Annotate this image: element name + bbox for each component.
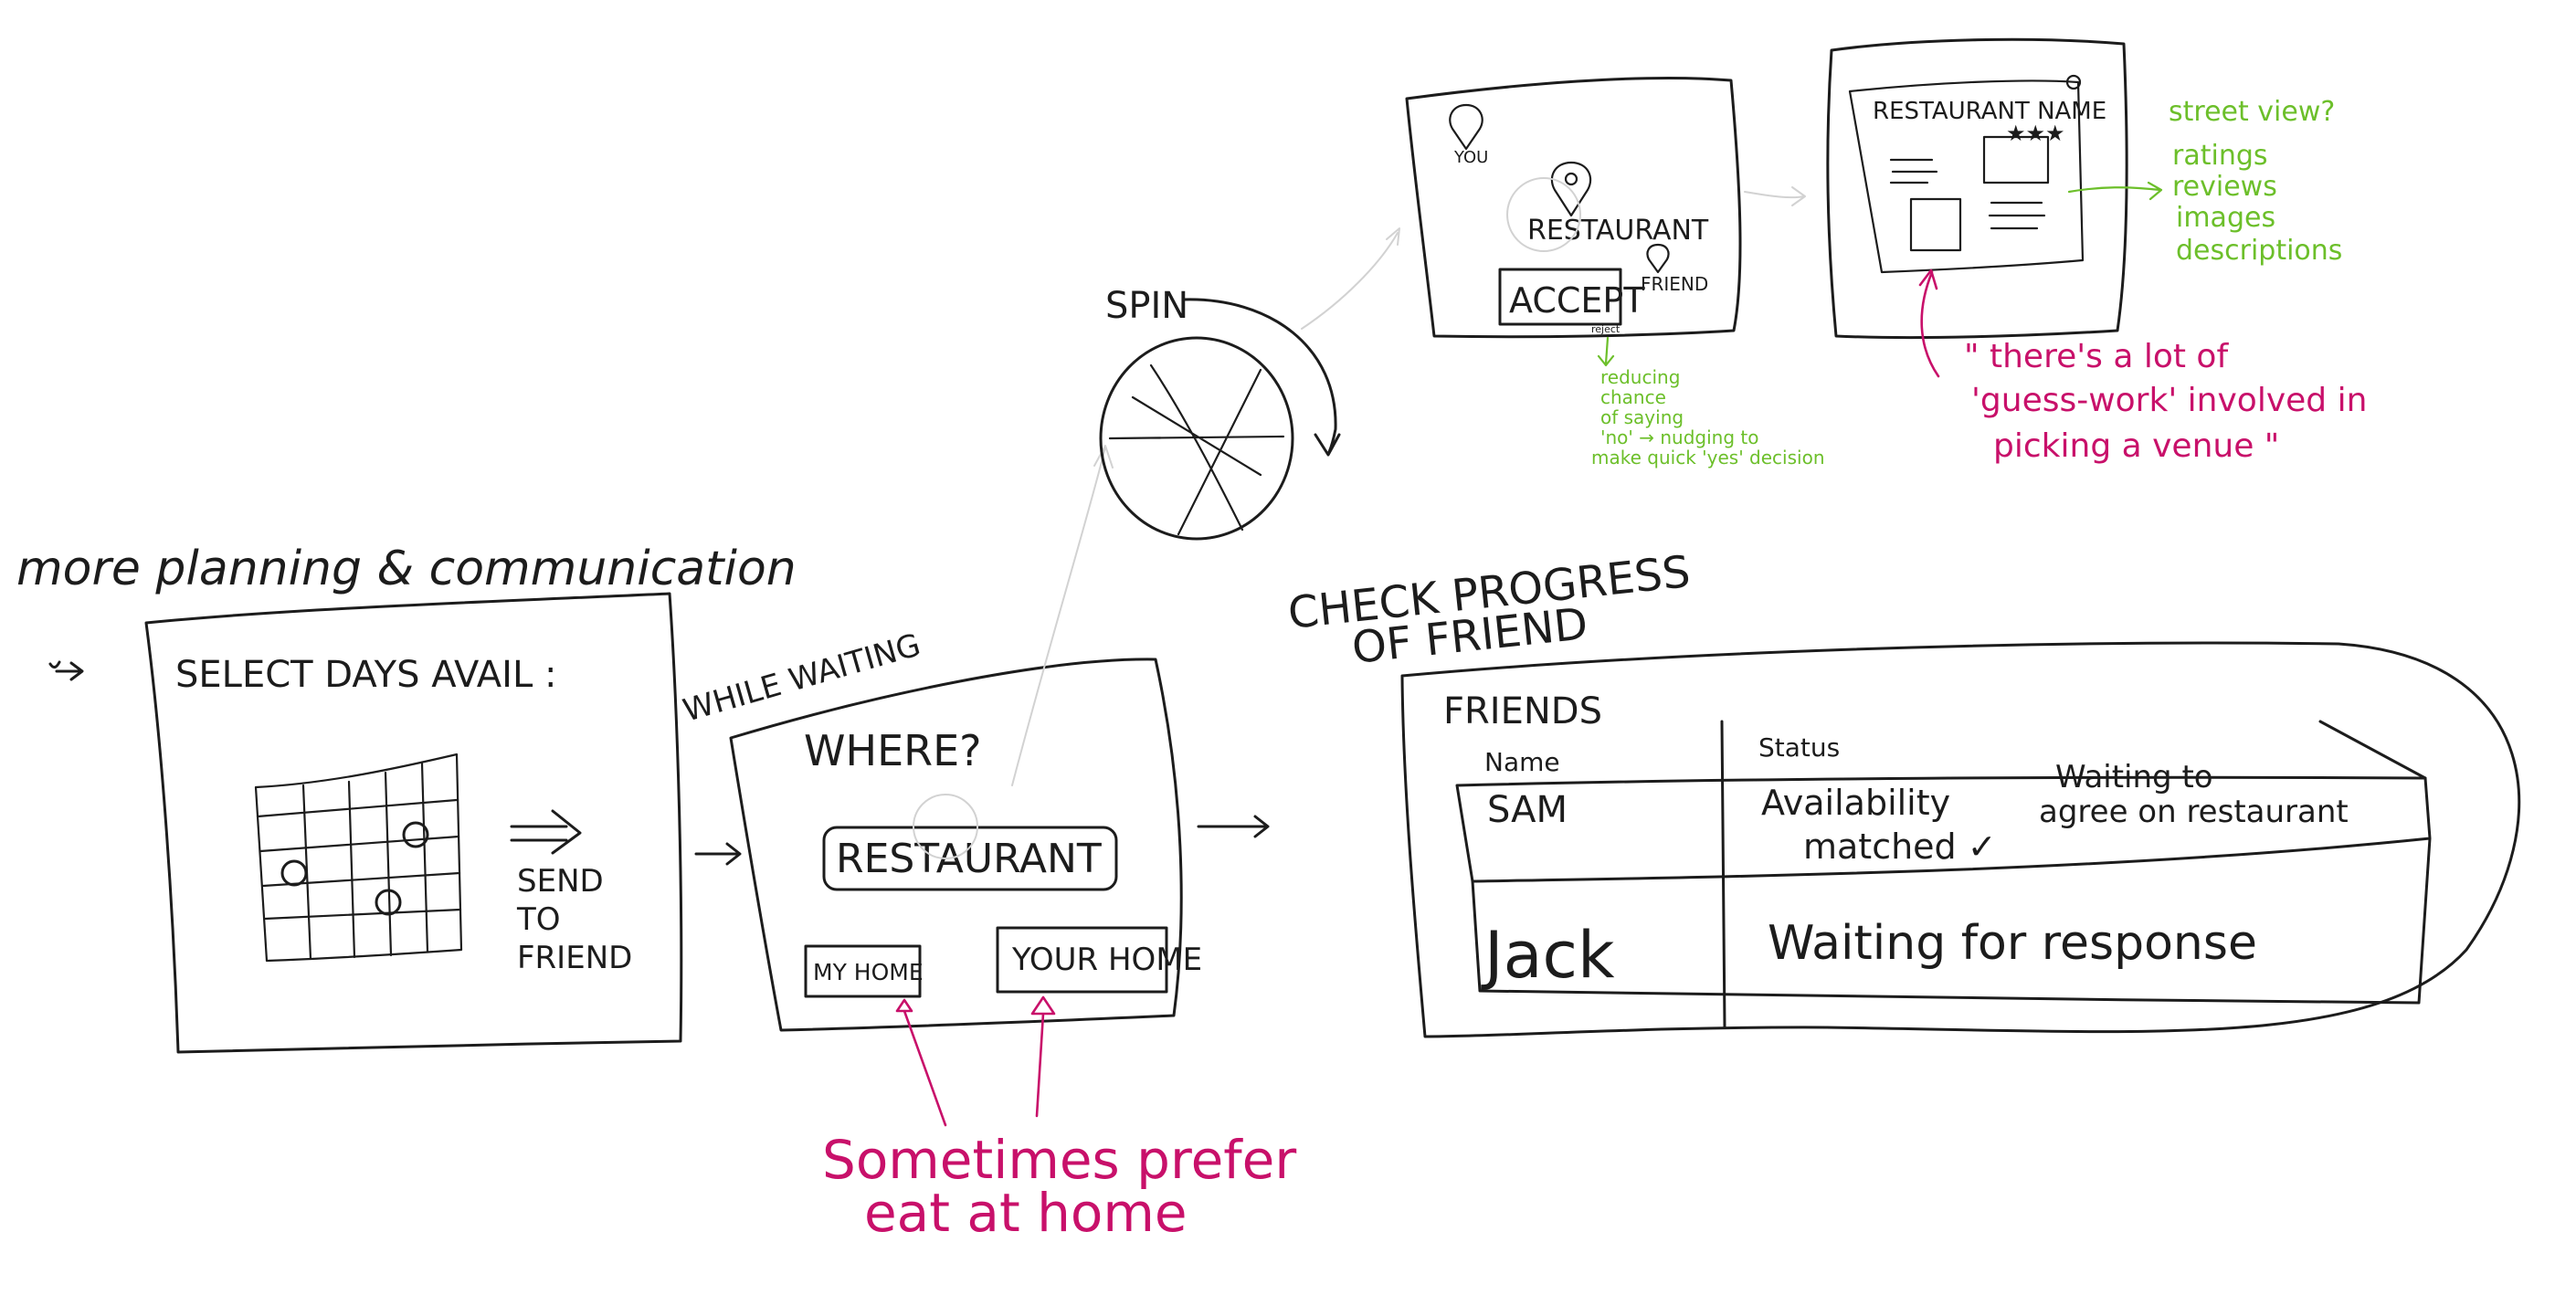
your-home-button[interactable]: YOUR HOME: [996, 926, 1202, 994]
panel-title: FRIENDS: [1443, 690, 1602, 732]
tap-indicator: [1506, 177, 1581, 252]
reject-link[interactable]: reject: [1591, 323, 1621, 335]
friend-pin-icon: [1646, 243, 1670, 274]
send-arrow-icon[interactable]: [510, 809, 582, 855]
my-home-button[interactable]: MY HOME: [804, 944, 924, 998]
svg-text:Sometimes prefer: Sometimes prefer: [822, 1129, 1296, 1191]
note-prefer-home: Sometimes prefer eat at home: [822, 1129, 1296, 1244]
pink-arrow-icon: [895, 998, 947, 1127]
svg-text:chance: chance: [1600, 386, 1666, 408]
details-card: [1848, 79, 2085, 274]
screen-select-days: SELECT DAYS AVAIL : SEND TO FRIEND: [144, 592, 683, 1054]
svg-text:RESTAURANT: RESTAURANT: [836, 836, 1102, 882]
svg-text:SEND: SEND: [517, 863, 604, 900]
ghost-arrow-icon: [1744, 186, 1806, 206]
pink-arrow-icon: [1918, 268, 1940, 378]
svg-text:ACCEPT: ACCEPT: [1509, 280, 1645, 321]
friend-label: FRIEND: [1641, 273, 1708, 295]
arrow-hook-icon: [48, 660, 84, 681]
column-header-status: Status: [1758, 732, 1840, 763]
svg-text:street view?: street view?: [2169, 96, 2335, 128]
spin-arrow-icon: [1181, 298, 1341, 457]
text-lines: [1889, 158, 2046, 230]
screen-frame: [729, 658, 1183, 1032]
tap-indicator: [913, 794, 978, 859]
friend-name: SAM: [1487, 789, 1568, 831]
selected-day-circle[interactable]: [375, 889, 402, 916]
table-row[interactable]: SAM Availability matched ✓ Waiting to ag…: [1487, 759, 2349, 867]
you-label: YOU: [1453, 148, 1488, 167]
panel-frame: [1400, 641, 2521, 1038]
svg-text:make quick 'yes' decision: make quick 'yes' decision: [1591, 447, 1825, 469]
screen-map: YOU RESTAURANT FRIEND ACCEPT reject: [1405, 76, 1742, 339]
image-placeholder: [1982, 135, 2050, 184]
svg-text:ratings: ratings: [2172, 140, 2268, 172]
selected-day-circle[interactable]: [402, 821, 429, 848]
svg-text:TO: TO: [516, 901, 561, 938]
note-guess-work: " there's a lot of 'guess-work' involved…: [1964, 338, 2367, 465]
friends-panel: FRIENDS Name Status SAM Availability mat…: [1400, 641, 2521, 1038]
screen-frame: [1405, 76, 1742, 339]
accept-button[interactable]: ACCEPT: [1498, 268, 1645, 326]
svg-text:reducing: reducing: [1600, 366, 1680, 388]
screen-title: WHERE?: [804, 726, 982, 775]
restaurant-label: RESTAURANT: [1527, 215, 1709, 247]
flow-arrow-icon: [694, 842, 742, 866]
pink-arrow-icon: [1030, 995, 1056, 1118]
restaurant-name: RESTAURANT NAME: [1873, 98, 2106, 125]
status-text: Waiting to: [2055, 759, 2213, 795]
spin-label: SPIN: [1105, 285, 1188, 327]
svg-text:" there's a lot of: " there's a lot of: [1964, 338, 2229, 375]
svg-text:FRIEND: FRIEND: [517, 940, 632, 976]
green-arrow-icon: [1597, 336, 1615, 367]
svg-text:eat at home: eat at home: [864, 1182, 1188, 1244]
svg-text:images: images: [2176, 202, 2275, 234]
image-placeholder: [1909, 197, 1962, 252]
friend-name: Jack: [1481, 918, 1615, 993]
screen-frame: [144, 592, 683, 1054]
table-divider: [1720, 720, 2427, 1029]
svg-text:'no' → nudging to: 'no' → nudging to: [1600, 426, 1759, 448]
svg-text:picking a venue ": picking a venue ": [1993, 427, 2279, 465]
flow-arrow-icon: [1197, 815, 1270, 838]
calendar-grid[interactable]: [254, 753, 463, 963]
svg-text:YOUR HOME: YOUR HOME: [1011, 942, 1202, 978]
restaurant-pin-icon: [1550, 161, 1592, 217]
ghost-arrow-icon: [1301, 227, 1400, 330]
status-text: Waiting for response: [1768, 916, 2257, 971]
svg-text:'guess-work' involved in: 'guess-work' involved in: [1971, 382, 2367, 419]
ghost-arrow-icon: [1011, 445, 1114, 786]
friends-table-lines: [1455, 775, 2432, 1005]
svg-text:reviews: reviews: [2172, 171, 2277, 203]
screen-frame: [1826, 37, 2128, 340]
table-row[interactable]: Jack Waiting for response: [1481, 916, 2257, 993]
send-to-friend-label[interactable]: SEND TO FRIEND: [516, 863, 632, 976]
status-text: agree on restaurant: [2039, 794, 2349, 830]
column-header-name: Name: [1484, 747, 1560, 777]
status-text: matched ✓: [1803, 826, 1997, 867]
check-progress-label: CHECK PROGRESS OF FRIEND: [1285, 546, 1693, 674]
screen-where: WHERE? RESTAURANT MY HOME YOUR HOME: [729, 658, 1202, 1032]
screen-restaurant-details: RESTAURANT NAME ★★★: [1826, 37, 2128, 340]
green-arrow-icon: [2067, 181, 2163, 201]
rating-stars: ★★★: [2006, 121, 2065, 146]
svg-text:MY HOME: MY HOME: [813, 959, 924, 985]
note-details: street view? ratings reviews images desc…: [2169, 96, 2342, 267]
svg-text:of saying: of saying: [1600, 406, 1684, 428]
close-icon[interactable]: [2065, 74, 2082, 90]
selected-day-circle[interactable]: [280, 859, 308, 887]
heading-text: more planning & communication: [16, 542, 797, 596]
spin-wheel[interactable]: [1099, 298, 1341, 541]
status-text: Availability: [1761, 783, 1950, 823]
svg-text:descriptions: descriptions: [2176, 235, 2342, 267]
you-pin-icon: [1449, 103, 1483, 151]
screen-title: SELECT DAYS AVAIL :: [175, 654, 556, 696]
restaurant-button[interactable]: RESTAURANT: [822, 826, 1118, 891]
while-waiting-label: WHILE WAITING: [679, 626, 924, 729]
note-reduce-no: reducing chance of saying 'no' → nudging…: [1591, 366, 1825, 469]
